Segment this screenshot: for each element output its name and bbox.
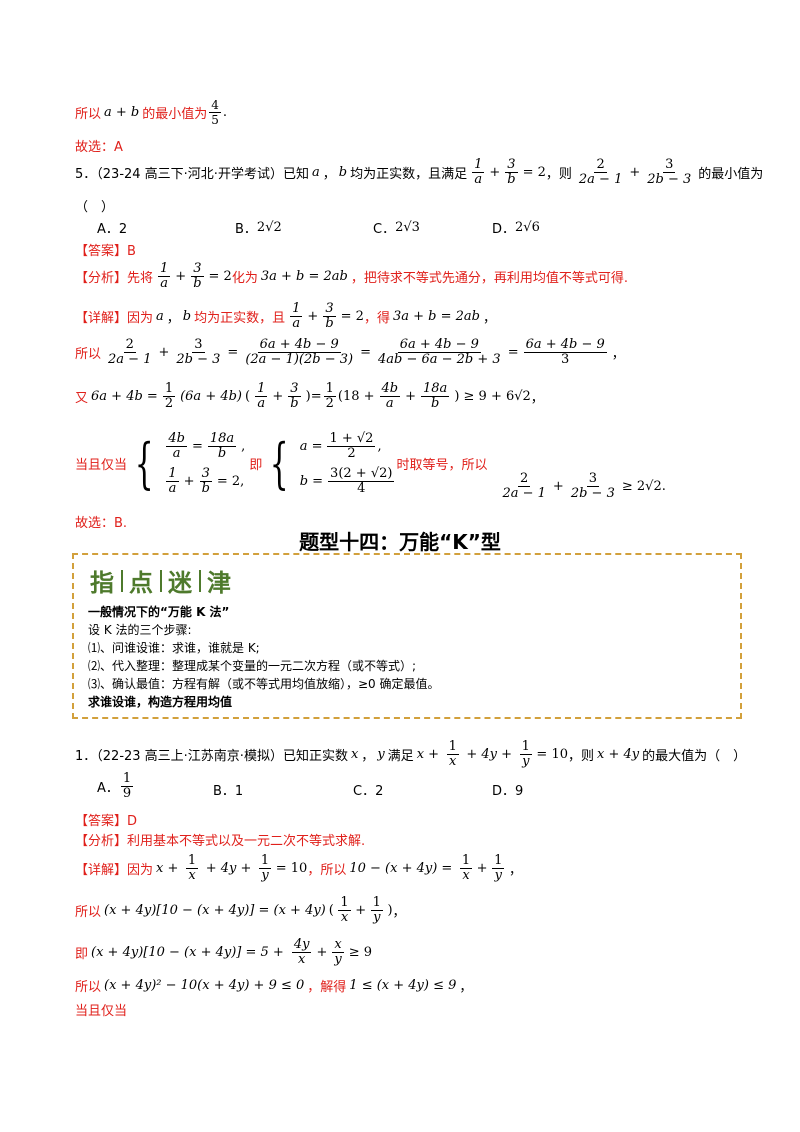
choose-5: 故选：B. bbox=[75, 516, 128, 531]
detail-1-line-4: 所以 (x + 4y)² − 10(x + 4y) + 9 ≤ 0 ，解得 1 … bbox=[75, 978, 473, 995]
tips-line-6: 求谁设谁，构造方程用均值 bbox=[88, 695, 233, 709]
tips-line-4: ⑵、代入整理：整理成某个变量的一元二次方程（或不等式）; bbox=[88, 659, 417, 673]
answer-1: 【答案】D bbox=[75, 814, 138, 829]
tips-box: 指 点 迷 津 一般情况下的“万能 K 法” 设 K 法的三个步骤: ⑴、问谁设… bbox=[72, 553, 742, 719]
tips-line-3: ⑴、问谁设谁：求谁，谁就是 K; bbox=[88, 641, 260, 655]
answer-5: 【答案】B bbox=[75, 244, 136, 259]
tips-header: 指 点 迷 津 bbox=[90, 569, 232, 597]
tips-line-2: 设 K 法的三个步骤: bbox=[88, 623, 192, 637]
option-a: A．2 bbox=[97, 222, 128, 237]
q1-option-d: D．9 bbox=[492, 784, 524, 799]
option-d: D．2√6 bbox=[492, 220, 540, 237]
section-title: 题型十四：万能“K”型 bbox=[299, 530, 501, 554]
q1-option-c: C．2 bbox=[353, 784, 384, 799]
option-b: B．2√2 bbox=[235, 220, 282, 237]
detail-1-last: 当且仅当 bbox=[75, 1004, 128, 1019]
option-c: C．2√3 bbox=[373, 220, 420, 237]
q1-option-b: B．1 bbox=[213, 784, 244, 799]
tips-line-5: ⑶、确认最值：方程有解（或不等式用均值放缩），≥0 确定最值。 bbox=[88, 677, 440, 691]
detail-1-line-2: 所以 (x + 4y)[10 − (x + 4y)] = (x + 4y) (1… bbox=[75, 895, 406, 925]
tips-line-1: 一般情况下的“万能 K 法” bbox=[88, 605, 230, 619]
choice-a-line: 故选：A bbox=[75, 140, 123, 155]
question-5: 5．（23-24 高三下·河北·开学考试）已知 a， b 均为正实数，且满足 1… bbox=[75, 157, 764, 187]
question-5-paren: （ ） bbox=[75, 200, 115, 215]
analysis-1: 【分析】利用基本不等式以及一元二次不等式求解. bbox=[75, 834, 366, 849]
